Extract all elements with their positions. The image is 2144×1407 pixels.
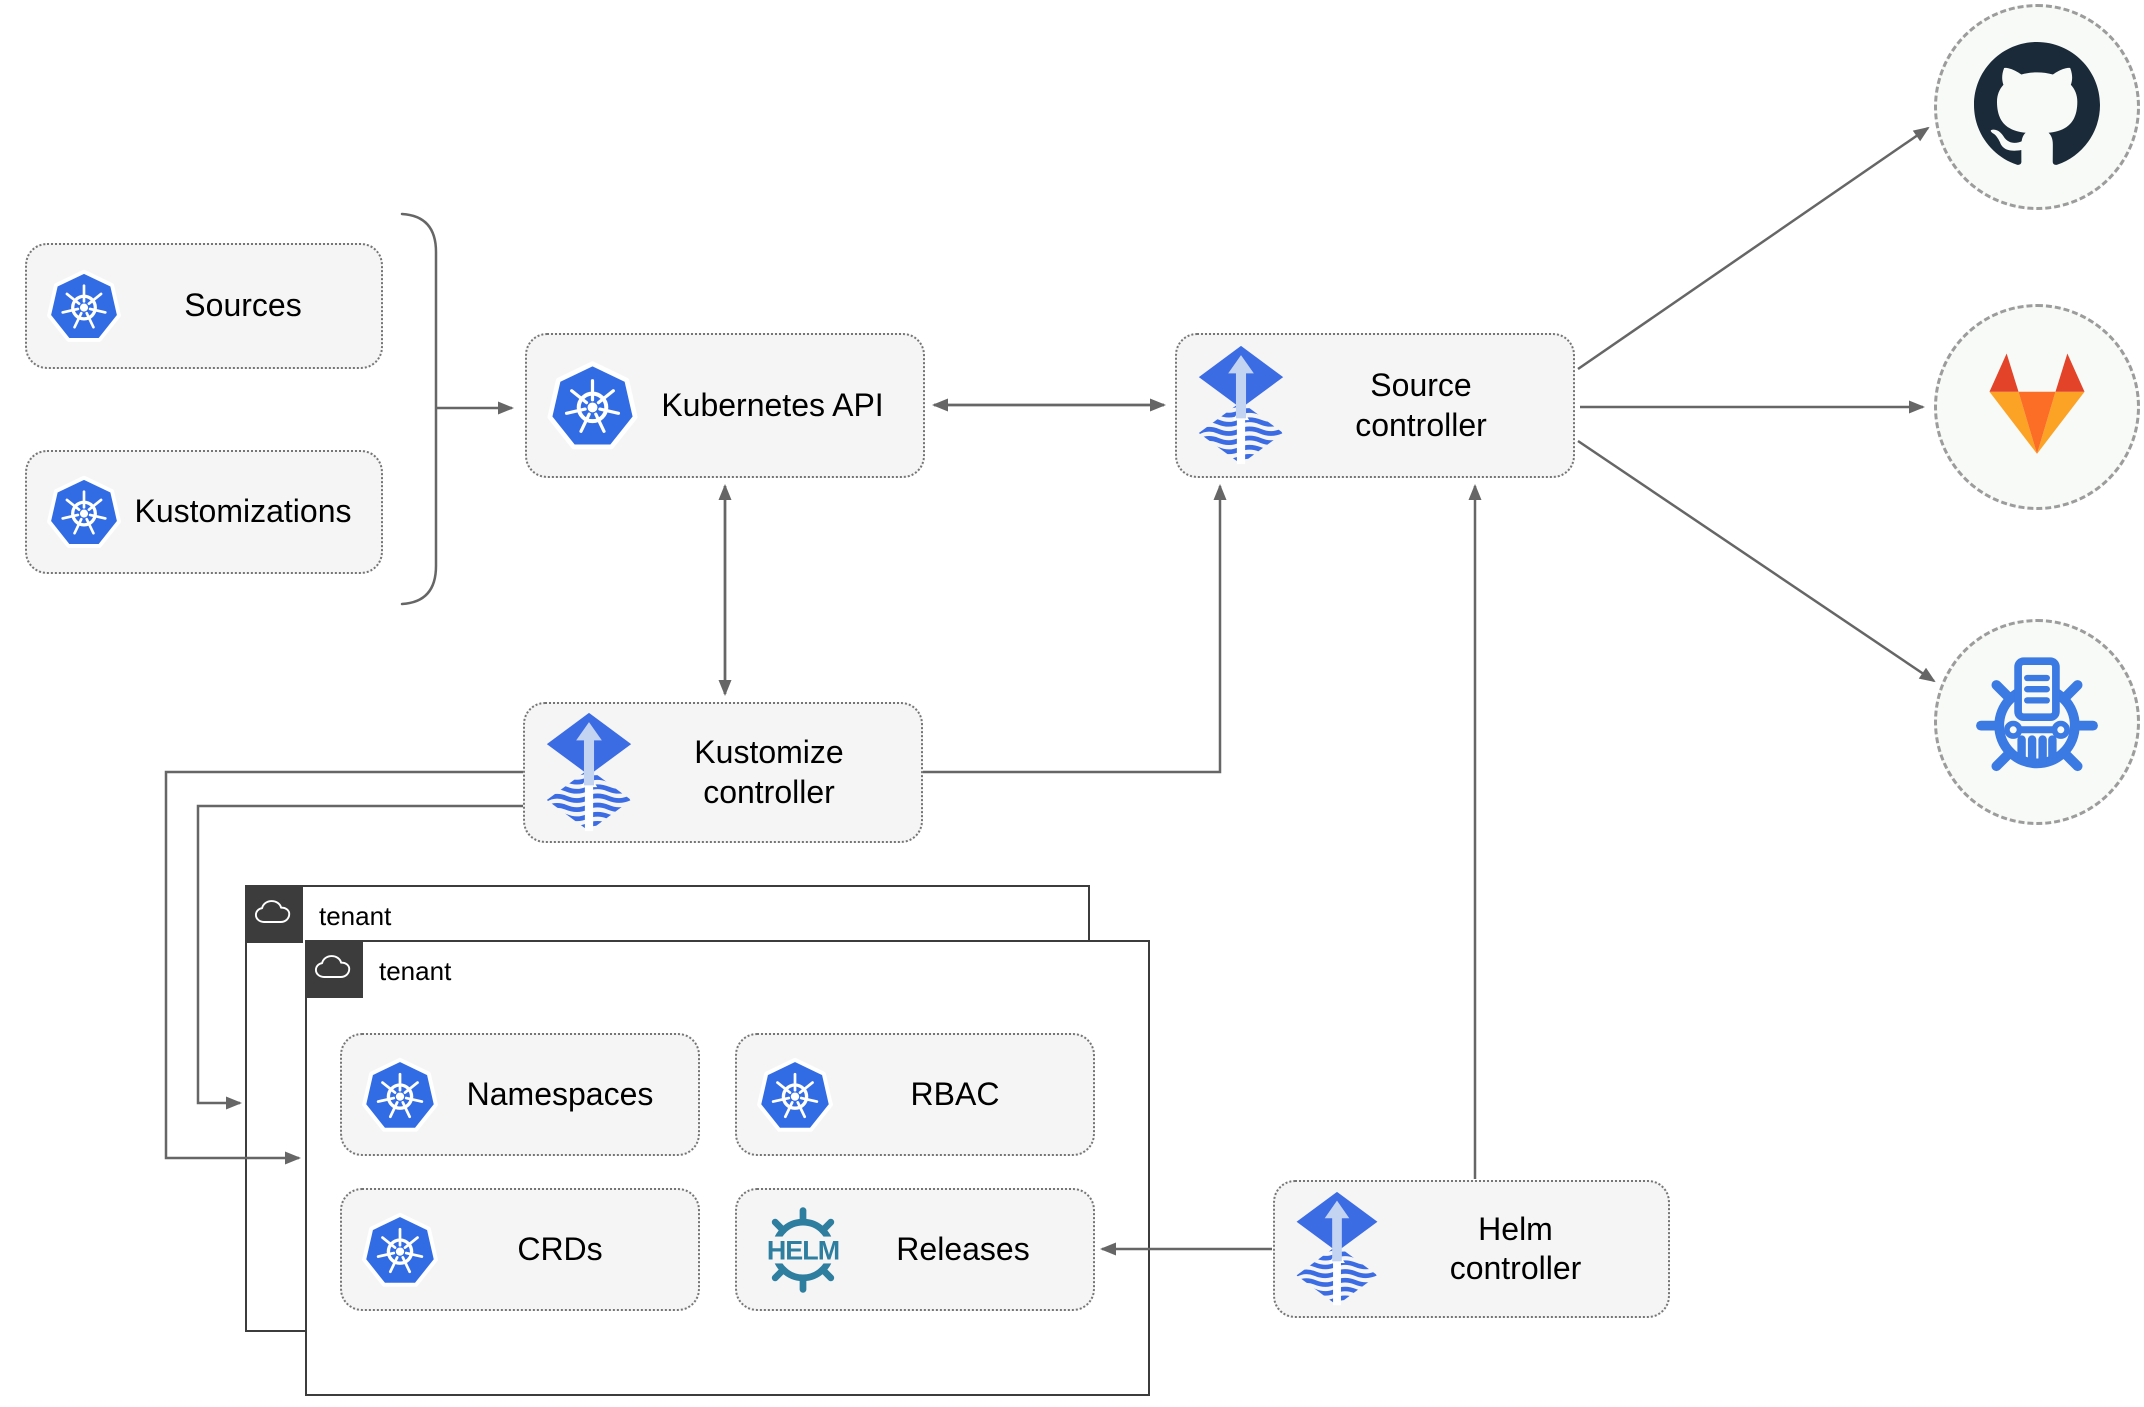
kubernetes-icon: [360, 1055, 440, 1135]
svg-text:HELM: HELM: [767, 1235, 839, 1265]
kubernetes-icon: [755, 1055, 835, 1135]
node-crds-label: CRDs: [517, 1230, 603, 1267]
edge-source-chartmuseum: [1577, 439, 1936, 683]
tenant-group-front: tenant: [305, 940, 1150, 1396]
node-kubernetes-api-label: Kubernetes API: [661, 386, 884, 423]
edge-kustomize-source: [923, 484, 1227, 774]
tenant-badge: [245, 885, 303, 943]
node-kustomize-controller: Kustomize controller: [523, 702, 923, 843]
node-rbac: RBAC: [735, 1033, 1095, 1156]
node-kubernetes-api: Kubernetes API: [525, 333, 925, 478]
flux-icon: [1293, 1191, 1381, 1307]
kubernetes-icon: [45, 473, 123, 551]
node-rbac-label: RBAC: [910, 1075, 1000, 1112]
node-namespaces-label: Namespaces: [466, 1075, 654, 1112]
node-sources-label: Sources: [184, 287, 302, 324]
node-kustomize-controller-label: Kustomize controller: [694, 734, 844, 810]
node-sources: Sources: [25, 243, 383, 369]
node-source-controller-label: Source controller: [1355, 367, 1487, 443]
node-helm-controller-label: Helm controller: [1449, 1210, 1582, 1286]
node-crds: CRDs: [340, 1188, 700, 1311]
cloud-icon: [314, 952, 354, 987]
node-releases: HELM Releases: [735, 1188, 1095, 1311]
github-icon: [1974, 41, 2100, 173]
node-releases-label: Releases: [896, 1230, 1030, 1267]
tenant-label: tenant: [319, 901, 392, 931]
cloud-icon: [254, 897, 294, 932]
flux-icon: [1195, 345, 1287, 466]
helm-icon: HELM: [755, 1202, 851, 1298]
external-helm-repository: [1934, 619, 2140, 825]
node-source-controller: Source controller: [1175, 333, 1575, 478]
edge-source-github: [1577, 126, 1930, 371]
flux-icon: [543, 712, 635, 833]
node-kustomizations-label: Kustomizations: [134, 493, 352, 530]
tenant-badge: [305, 940, 363, 998]
external-gitlab: [1934, 304, 2140, 510]
external-github: [1934, 4, 2140, 210]
node-namespaces: Namespaces: [340, 1033, 700, 1156]
gitlab-icon: [1971, 348, 2103, 467]
kubernetes-icon: [360, 1210, 440, 1290]
tenant-label: tenant: [379, 956, 452, 986]
node-kustomizations: Kustomizations: [25, 450, 383, 574]
kubernetes-icon: [545, 358, 640, 453]
kubernetes-icon: [45, 267, 123, 345]
edge-bracket: [400, 212, 438, 606]
node-helm-controller: Helm controller: [1273, 1180, 1670, 1318]
chartmuseum-icon: [1967, 650, 2107, 795]
